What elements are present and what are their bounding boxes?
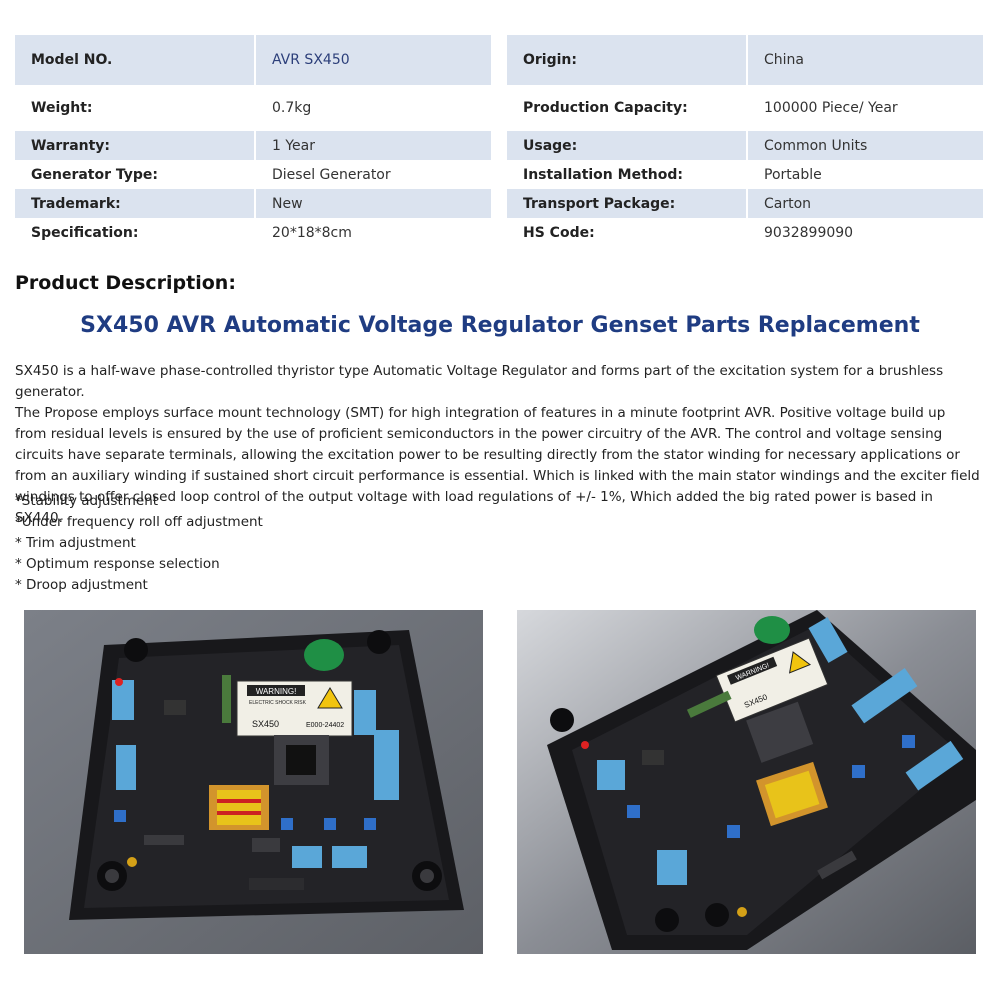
spec-row: Weight: 0.7kg (15, 85, 493, 131)
spec-key: Weight: (15, 85, 256, 131)
spec-row: Model NO. AVR SX450 (15, 35, 493, 85)
spec-row: Specification: 20*18*8cm (15, 218, 493, 247)
spec-key: Generator Type: (15, 160, 256, 189)
spec-row: HS Code: 9032899090 (507, 218, 985, 247)
spec-key: Usage: (507, 131, 748, 160)
spec-key: Installation Method: (507, 160, 748, 189)
feature-item: *Under frequency roll off adjustment (15, 514, 263, 530)
spec-key: Transport Package: (507, 189, 748, 218)
feature-item: * Droop adjustment (15, 577, 148, 593)
photo-label-model: SX450 (252, 719, 279, 729)
spec-table-left: Model NO. AVR SX450 Weight: 0.7kg Warran… (15, 35, 493, 247)
feature-item: * Optimum response selection (15, 556, 220, 572)
spec-value: 100000 Piece/ Year (747, 85, 985, 131)
spec-value: 0.7kg (255, 85, 493, 131)
spec-value: Portable (747, 160, 985, 189)
spec-row: Trademark: New (15, 189, 493, 218)
spec-value: 20*18*8cm (255, 218, 493, 247)
product-title: SX450 AVR Automatic Voltage Regulator Ge… (80, 313, 920, 338)
photo-label-shock: ELECTRIC SHOCK RISK (249, 700, 307, 706)
spec-value: Carton (747, 189, 985, 218)
product-photo-angled: WARNING! SX450 (517, 610, 976, 954)
spec-key: Trademark: (15, 189, 256, 218)
spec-row: Production Capacity: 100000 Piece/ Year (507, 85, 985, 131)
spec-table-right: Origin: China Production Capacity: 10000… (507, 35, 985, 247)
photo-label-part: E000-24402 (306, 722, 344, 729)
spec-key: Origin: (507, 35, 748, 85)
product-photo-front: WARNING! ELECTRIC SHOCK RISK SX450 E000-… (24, 610, 483, 954)
spec-row: Generator Type: Diesel Generator (15, 160, 493, 189)
product-description: SX450 is a half-wave phase-controlled th… (15, 361, 980, 529)
spec-key: HS Code: (507, 218, 748, 247)
feature-item: *Stability adjustment (15, 493, 159, 509)
section-title: Product Description: (15, 272, 236, 294)
photo-label-warning: WARNING! (256, 687, 297, 696)
description-paragraph: The Propose employs surface mount techno… (15, 405, 980, 526)
spec-row: Installation Method: Portable (507, 160, 985, 189)
spec-value: Common Units (747, 131, 985, 160)
spec-row: Origin: China (507, 35, 985, 85)
feature-list: *Stability adjustment *Under frequency r… (15, 491, 615, 596)
spec-key: Production Capacity: (507, 85, 748, 131)
spec-value: AVR SX450 (255, 35, 493, 85)
spec-row: Warranty: 1 Year (15, 131, 493, 160)
spec-value: Diesel Generator (255, 160, 493, 189)
spec-value: 9032899090 (747, 218, 985, 247)
spec-row: Usage: Common Units (507, 131, 985, 160)
spec-value: New (255, 189, 493, 218)
spec-key: Model NO. (15, 35, 256, 85)
spec-row: Transport Package: Carton (507, 189, 985, 218)
spec-key: Specification: (15, 218, 256, 247)
spec-value: China (747, 35, 985, 85)
feature-item: * Trim adjustment (15, 535, 136, 551)
spec-key: Warranty: (15, 131, 256, 160)
spec-value: 1 Year (255, 131, 493, 160)
description-paragraph: SX450 is a half-wave phase-controlled th… (15, 363, 944, 400)
